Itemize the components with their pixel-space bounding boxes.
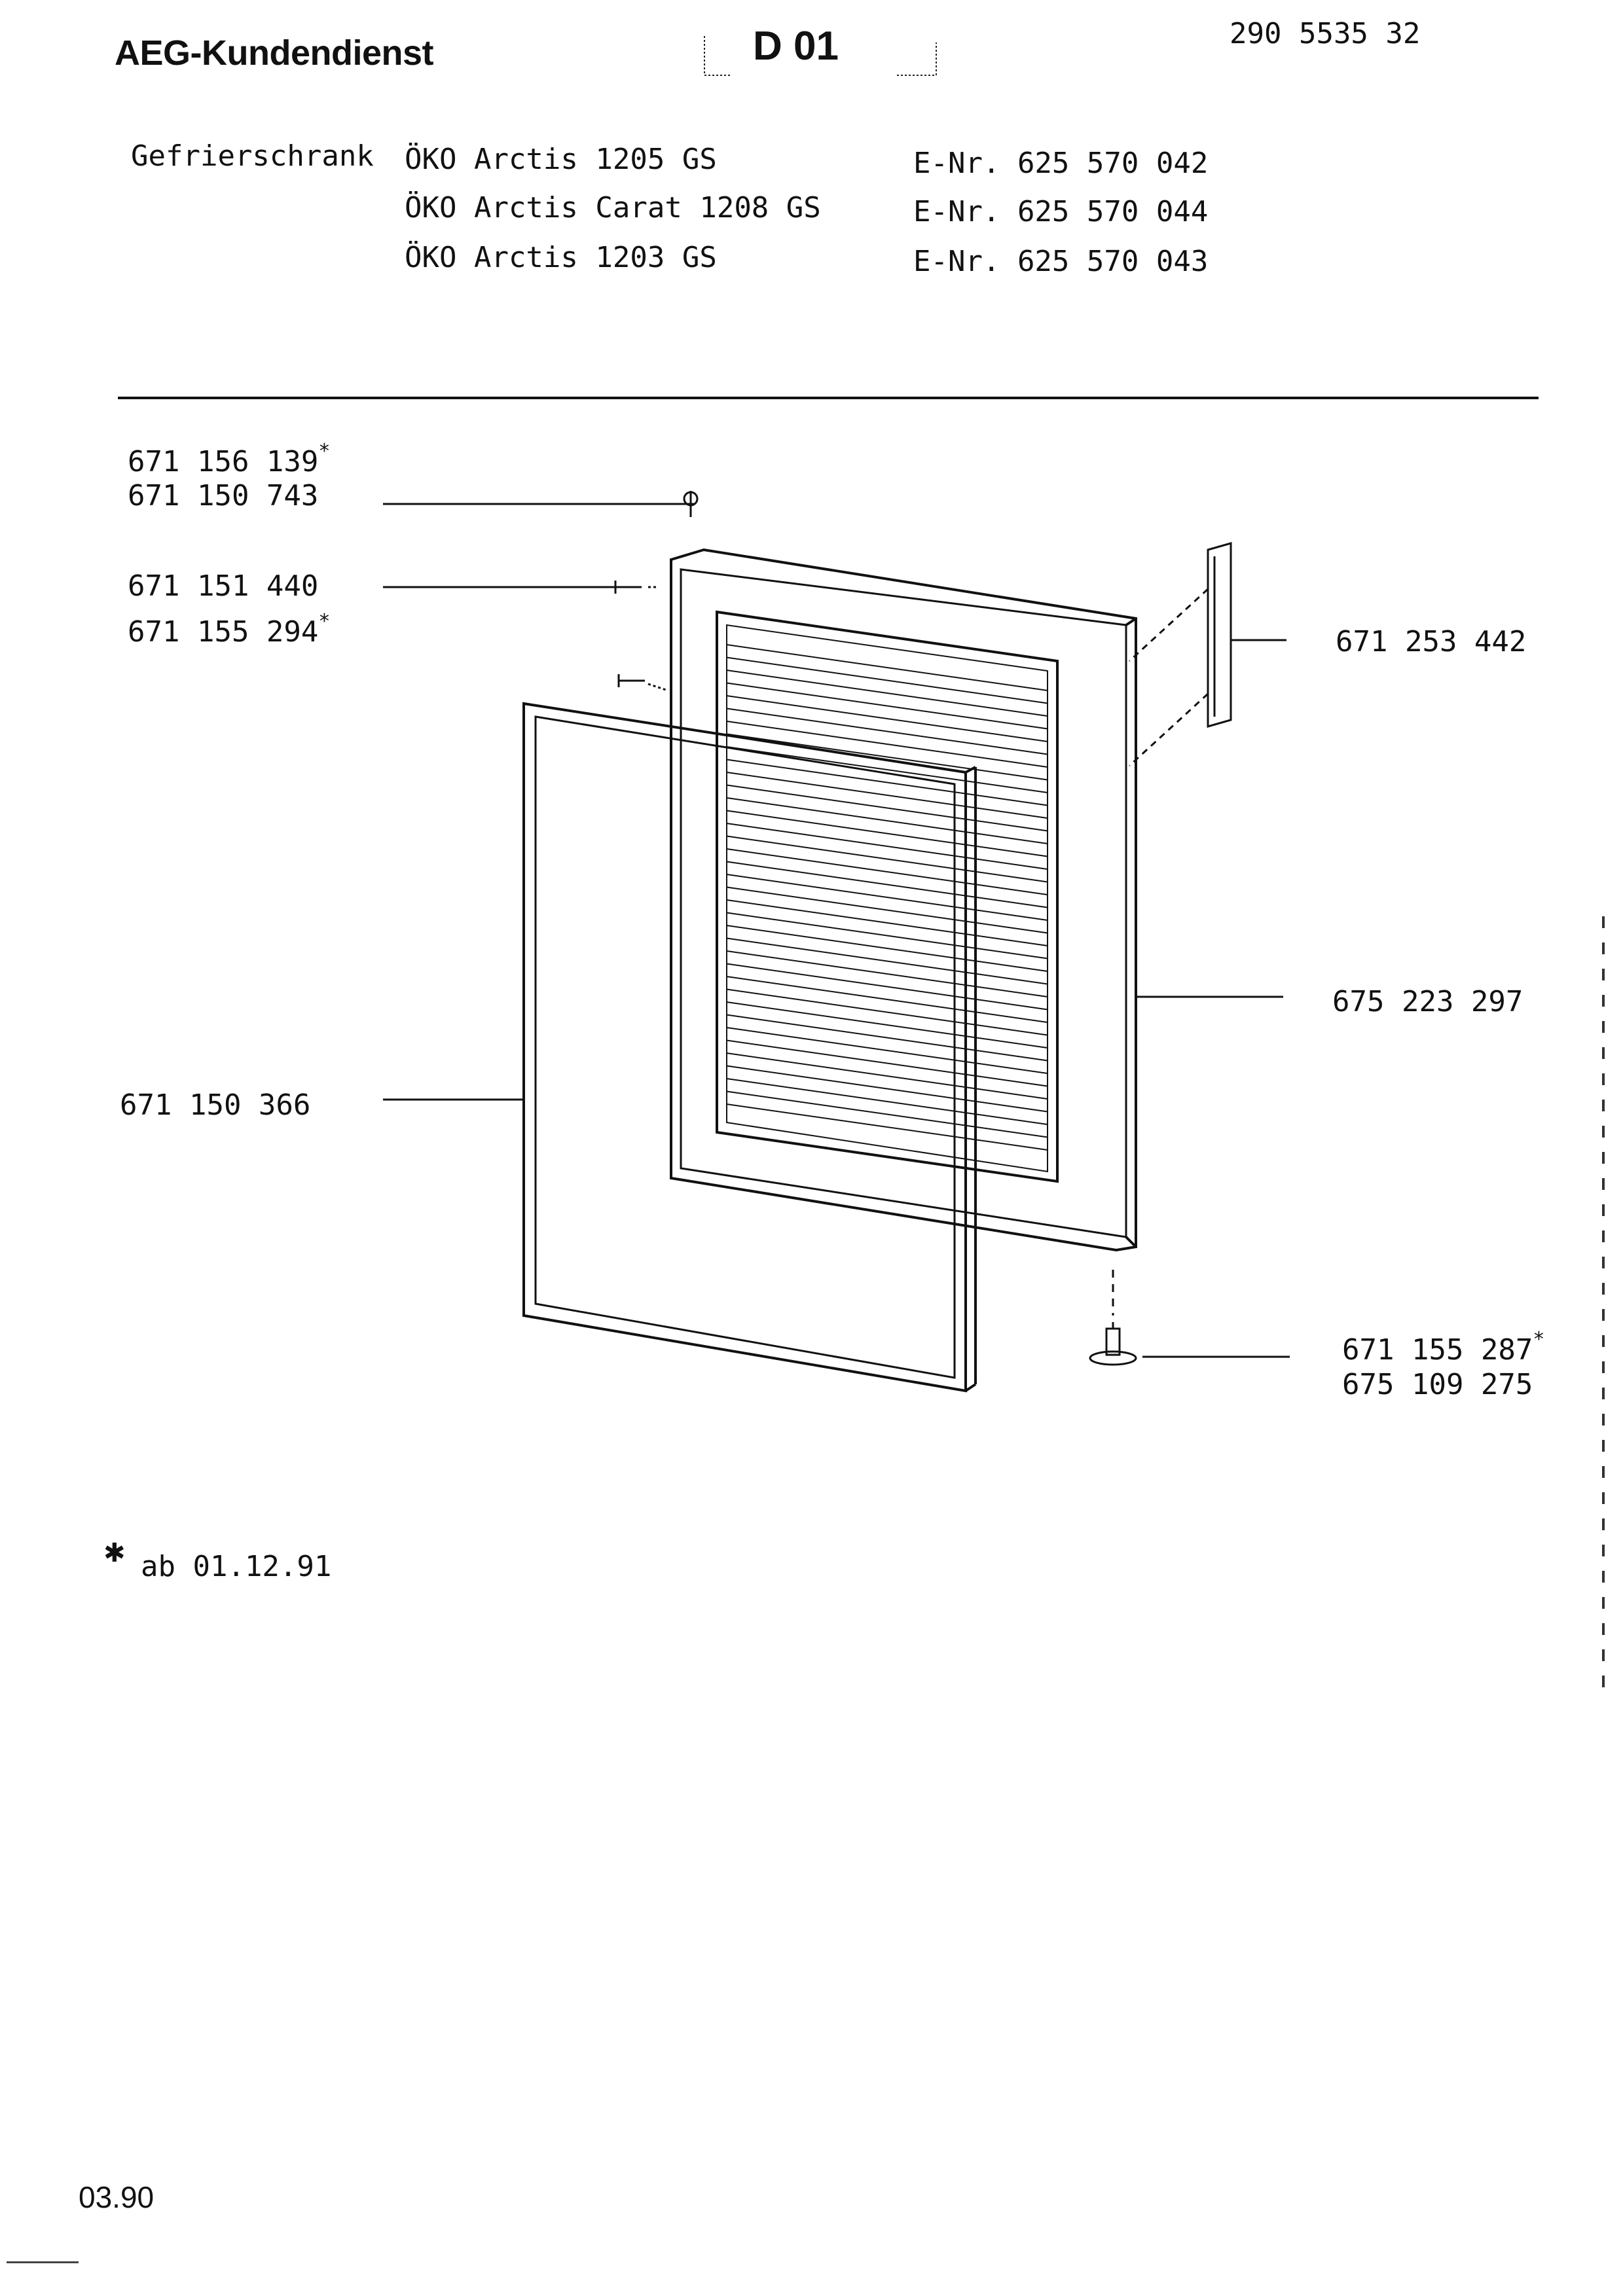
footnote-symbol: ✱ xyxy=(103,1538,126,1568)
liner-rib xyxy=(726,937,1048,985)
screw-part xyxy=(614,581,658,594)
model-name: ÖKO Arctis 1203 GS xyxy=(405,241,717,274)
liner-rib xyxy=(726,899,1048,946)
footer-mark xyxy=(7,2261,79,2263)
liner-rib xyxy=(726,759,1048,806)
liner-rib xyxy=(726,1078,1048,1125)
liner-rib xyxy=(726,656,1048,704)
part-label: 671 150 743 xyxy=(128,479,319,512)
model-enr: E-Nr. 625 570 043 xyxy=(913,245,1209,278)
revision-date: 03.90 xyxy=(79,2180,155,2214)
liner-rib xyxy=(726,1027,1048,1074)
liner-rib xyxy=(726,886,1048,934)
liner-rib xyxy=(726,1039,1048,1087)
liner-rib xyxy=(726,823,1048,870)
screw-part xyxy=(617,674,668,692)
pin-part xyxy=(1089,1270,1137,1366)
model-name: ÖKO Arctis 1205 GS xyxy=(405,143,717,176)
cap-part xyxy=(674,491,699,517)
liner-rib xyxy=(726,721,1048,768)
liner-rib xyxy=(726,1103,1048,1151)
liner-rib xyxy=(726,950,1048,997)
appliance-type: Gefrierschrank xyxy=(131,139,374,173)
part-label: 671 156 139* xyxy=(128,440,331,478)
part-label: 675 109 275 xyxy=(1342,1368,1533,1401)
liner-rib xyxy=(726,1014,1048,1062)
liner-rib xyxy=(726,695,1048,742)
liner-rib xyxy=(726,874,1048,921)
liner-rib xyxy=(726,670,1048,717)
liner-rib xyxy=(726,912,1048,960)
door-panel xyxy=(670,548,1137,1252)
part-label: 671 155 294* xyxy=(128,610,331,649)
model-enr: E-Nr. 625 570 044 xyxy=(913,195,1209,228)
liner-rib xyxy=(726,925,1048,972)
liner-rib xyxy=(726,988,1048,1036)
part-label: 671 151 440 xyxy=(128,569,319,603)
brand-title: AEG-Kundendienst xyxy=(115,33,434,73)
liner-rib xyxy=(726,963,1048,1011)
liner-rib xyxy=(726,1001,1048,1049)
part-label: 671 253 442 xyxy=(1336,625,1527,658)
section-code: D 01 xyxy=(753,24,839,69)
liner-rib xyxy=(726,708,1048,755)
door-gasket xyxy=(522,702,977,1393)
liner-rib xyxy=(726,835,1048,883)
liner-rib xyxy=(726,810,1048,857)
liner-ribs xyxy=(726,644,1048,1151)
door-liner xyxy=(716,610,1059,1183)
hinge-part xyxy=(1128,542,1232,767)
liner-rib xyxy=(726,784,1048,832)
liner-rib xyxy=(726,746,1048,793)
liner-rib xyxy=(726,1090,1048,1138)
part-label: 671 150 366 xyxy=(120,1088,311,1122)
scan-edge-mark xyxy=(1602,916,1605,1702)
footnote-text: ab 01.12.91 xyxy=(141,1550,332,1583)
liner-rib xyxy=(726,1065,1048,1113)
part-label: 675 223 297 xyxy=(1332,985,1523,1018)
model-name: ÖKO Arctis Carat 1208 GS xyxy=(405,191,821,224)
liner-rib xyxy=(726,976,1048,1023)
liner-rib xyxy=(726,797,1048,844)
liner-rib xyxy=(726,1052,1048,1100)
liner-rib xyxy=(726,861,1048,908)
section-bracket xyxy=(704,36,937,76)
model-enr: E-Nr. 625 570 042 xyxy=(913,147,1209,180)
liner-rib xyxy=(726,772,1048,819)
liner-rib xyxy=(726,733,1048,781)
liner-rib xyxy=(726,848,1048,895)
liner-rib xyxy=(726,682,1048,730)
header-divider xyxy=(118,397,1539,399)
liner-rib xyxy=(726,644,1048,691)
document-number: 290 5535 32 xyxy=(1230,17,1421,50)
part-label: 671 155 287* xyxy=(1342,1328,1545,1367)
